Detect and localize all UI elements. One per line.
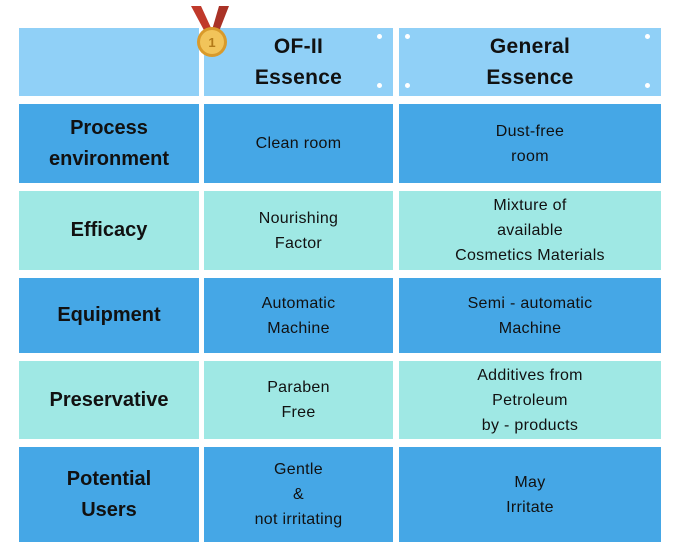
corner-dot xyxy=(377,34,382,39)
cell-general-equipment: Semi - automatic Machine xyxy=(399,278,661,353)
header-general-label: General Essence xyxy=(486,35,574,89)
row-label-text: Efficacy xyxy=(70,219,148,241)
row-label-potential-users: Potential Users xyxy=(19,447,199,542)
row-label-text: Process environment xyxy=(48,116,170,170)
row-label-text: Potential Users xyxy=(66,467,152,521)
row-label-equipment: Equipment xyxy=(19,278,199,353)
cell-text: Mixture of available Cosmetics Materials xyxy=(455,197,605,264)
corner-dot xyxy=(377,83,382,88)
row-label-process-environment: Process environment xyxy=(19,104,199,183)
cell-of2-potential-users: Gentle & not irritating xyxy=(204,447,393,542)
header-blank-cell xyxy=(19,28,199,96)
medal-number: 1 xyxy=(208,35,215,50)
cell-general-efficacy: Mixture of available Cosmetics Materials xyxy=(399,191,661,270)
row-label-preservative: Preservative xyxy=(19,361,199,439)
cell-text: Paraben Free xyxy=(267,379,330,421)
cell-of2-process-environment: Clean room xyxy=(204,104,393,183)
corner-dot xyxy=(645,34,650,39)
cell-general-potential-users: May Irritate xyxy=(399,447,661,542)
cell-of2-efficacy: Nourishing Factor xyxy=(204,191,393,270)
row-label-efficacy: Efficacy xyxy=(19,191,199,270)
cell-general-preservative: Additives from Petroleum by - products xyxy=(399,361,661,439)
header-general-essence: General Essence xyxy=(399,28,661,96)
cell-text: Additives from Petroleum by - products xyxy=(477,366,583,434)
cell-text: Gentle & not irritating xyxy=(254,461,343,528)
gold-medal-icon: 1 xyxy=(191,6,229,57)
cell-text: Semi - automatic Machine xyxy=(467,294,593,337)
corner-dot xyxy=(645,83,650,88)
cell-text: May Irritate xyxy=(506,473,554,516)
corner-dot xyxy=(405,83,410,88)
header-of2-essence: OF-II Essence xyxy=(204,28,393,96)
cell-text: Clean room xyxy=(255,135,342,152)
row-label-text: Equipment xyxy=(57,304,161,326)
cell-of2-preservative: Paraben Free xyxy=(204,361,393,439)
cell-general-process-environment: Dust-free room xyxy=(399,104,661,183)
cell-text: Automatic Machine xyxy=(261,294,336,337)
cell-text: Nourishing Factor xyxy=(258,209,339,252)
cell-text: Dust-free room xyxy=(495,122,565,165)
row-label-text: Preservative xyxy=(49,388,169,411)
corner-dot xyxy=(405,34,410,39)
header-of2-label: OF-II Essence xyxy=(254,35,343,89)
cell-of2-equipment: Automatic Machine xyxy=(204,278,393,353)
